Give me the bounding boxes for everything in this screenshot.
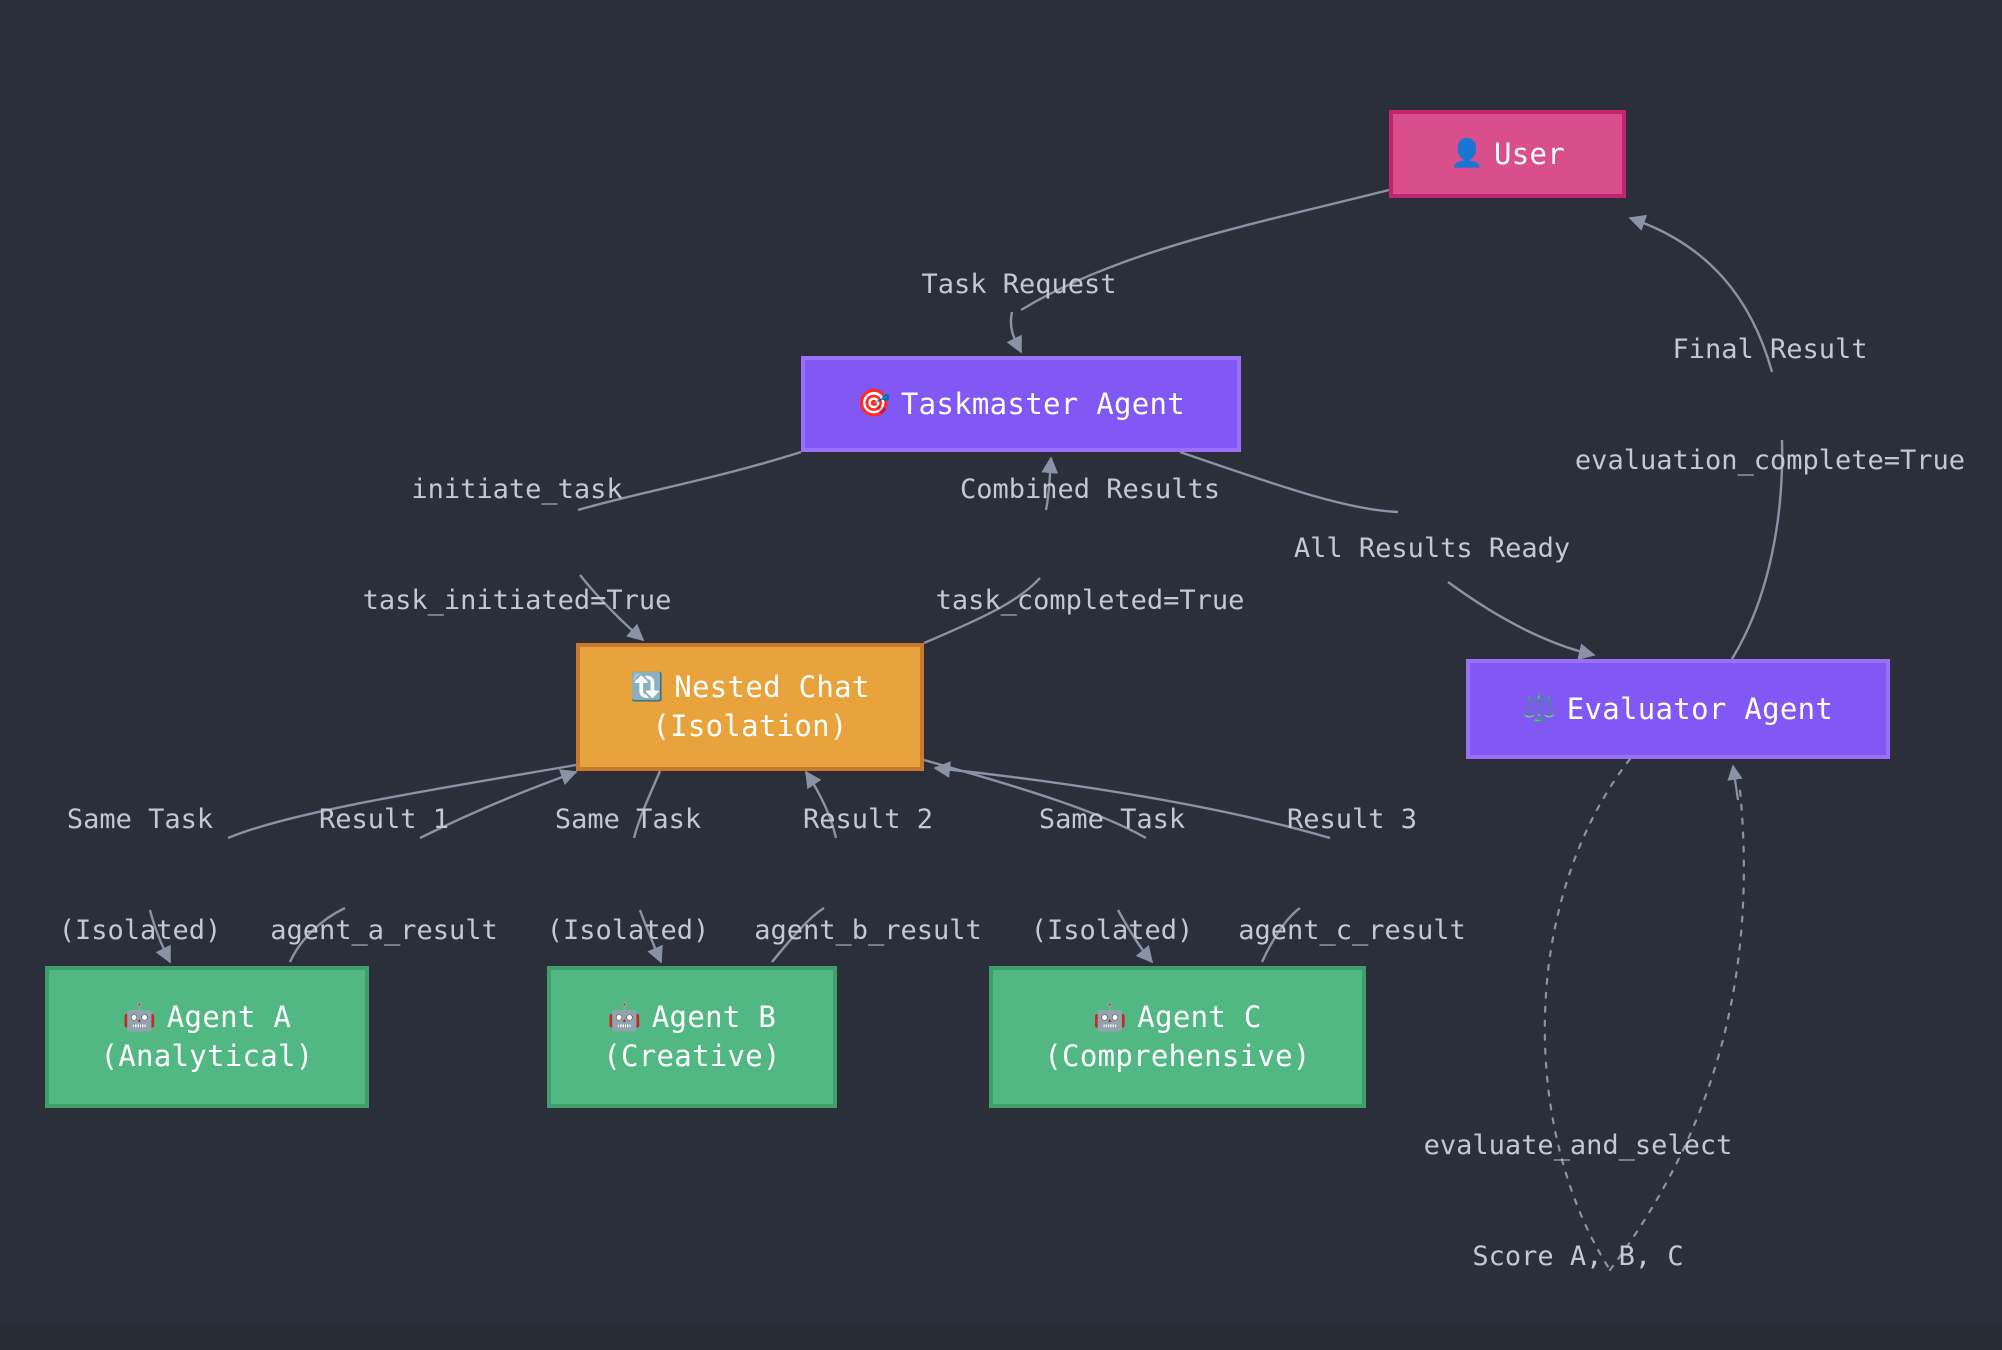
edge-label-result-2: Result 2 agent_b_result xyxy=(754,803,982,947)
node-taskmaster-label: Taskmaster Agent xyxy=(900,386,1186,421)
node-evaluator-agent[interactable]: ⚖️ Evaluator Agent xyxy=(1466,659,1890,759)
edge-label-all-results-ready: All Results Ready xyxy=(1293,532,1571,564)
node-nested-chat-label: Nested Chat xyxy=(674,670,870,705)
target-dart-icon: 🎯 xyxy=(856,388,891,420)
sync-refresh-icon: 🔃 xyxy=(630,672,665,704)
edge-label-same-task-b: Same Task (Isolated) xyxy=(546,803,710,947)
edge-label-same-task-c: Same Task (Isolated) xyxy=(1030,803,1194,947)
node-nested-chat[interactable]: 🔃 Nested Chat (Isolation) xyxy=(576,643,924,771)
node-agent-a[interactable]: 🤖 Agent A (Analytical) xyxy=(45,966,369,1108)
node-agent-b-label: Agent B xyxy=(651,1000,777,1035)
node-user-label: User xyxy=(1493,136,1565,171)
robot-icon: 🤖 xyxy=(1093,1002,1128,1034)
robot-icon: 🤖 xyxy=(607,1002,642,1034)
node-agent-c-sublabel: (Comprehensive) xyxy=(1044,1039,1311,1073)
edge-label-task-request: Task Request xyxy=(921,268,1117,300)
edge-label-evaluate-and-select: evaluate_and_select Score A, B, C xyxy=(1423,1129,1733,1273)
edge-label-same-task-a: Same Task (Isolated) xyxy=(58,803,222,947)
node-nested-chat-sublabel: (Isolation) xyxy=(652,709,848,743)
edge-label-result-3: Result 3 agent_c_result xyxy=(1238,803,1466,947)
node-agent-c-label: Agent C xyxy=(1137,1000,1262,1035)
node-evaluator-label: Evaluator Agent xyxy=(1566,691,1834,726)
edge-label-combined-results: Combined Results task_completed=True xyxy=(935,473,1245,617)
node-taskmaster-agent[interactable]: 🎯 Taskmaster Agent xyxy=(801,356,1241,452)
node-user[interactable]: 👤 User xyxy=(1389,110,1626,198)
user-icon: 👤 xyxy=(1450,138,1484,170)
edge-evaluator-self-loop-arrow xyxy=(1727,764,1743,801)
robot-icon: 🤖 xyxy=(122,1002,157,1034)
balance-scales-icon: ⚖️ xyxy=(1522,693,1557,725)
node-agent-c[interactable]: 🤖 Agent C (Comprehensive) xyxy=(989,966,1366,1108)
node-agent-b-sublabel: (Creative) xyxy=(603,1039,781,1073)
node-agent-a-sublabel: (Analytical) xyxy=(100,1039,314,1073)
edge-label-initiate-task: initiate_task task_initiated=True xyxy=(362,473,672,617)
edge-label-final-result: Final Result evaluation_complete=True xyxy=(1574,333,1966,477)
edge-label-result-1: Result 1 agent_a_result xyxy=(270,803,498,947)
node-agent-b[interactable]: 🤖 Agent B (Creative) xyxy=(547,966,837,1108)
node-agent-a-label: Agent A xyxy=(166,1000,292,1035)
